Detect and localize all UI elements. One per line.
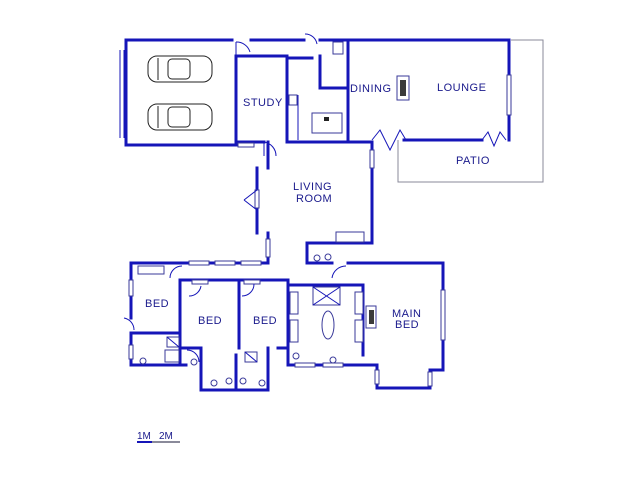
car-icon — [147, 55, 213, 131]
shower-icon — [166, 336, 258, 363]
door-swing-icon — [123, 33, 507, 363]
room-label-main-line1: MAIN — [392, 308, 422, 320]
scale-label-2m: 2M — [159, 431, 173, 442]
scale-bar: 1M 2M — [137, 431, 180, 443]
room-label-main-line2: BED — [395, 319, 419, 331]
room-label-bed-middle-1: BED — [198, 315, 222, 327]
room-label-lounge: LOUNGE — [437, 82, 486, 94]
room-label-patio: PATIO — [456, 155, 490, 167]
room-label-living-line2: ROOM — [296, 193, 332, 205]
room-label-study: STUDY — [243, 97, 283, 109]
room-label-bed-left: BED — [145, 298, 169, 310]
toilet-icon — [139, 253, 337, 387]
basin-icon — [137, 231, 365, 363]
kitchen-island — [288, 41, 344, 134]
scale-label-1m: 1M — [137, 431, 151, 442]
patio-outline — [397, 39, 544, 183]
room-label-living-line1: LIVING — [293, 181, 332, 193]
fireplace-icon — [365, 75, 410, 329]
room-label-bed-middle-2: BED — [253, 315, 277, 327]
room-labels: STUDY DINING LOUNGE PATIO LIVING ROOM BE… — [145, 82, 490, 331]
bathtub-icon — [312, 286, 341, 340]
room-label-dining: DINING — [350, 83, 392, 95]
